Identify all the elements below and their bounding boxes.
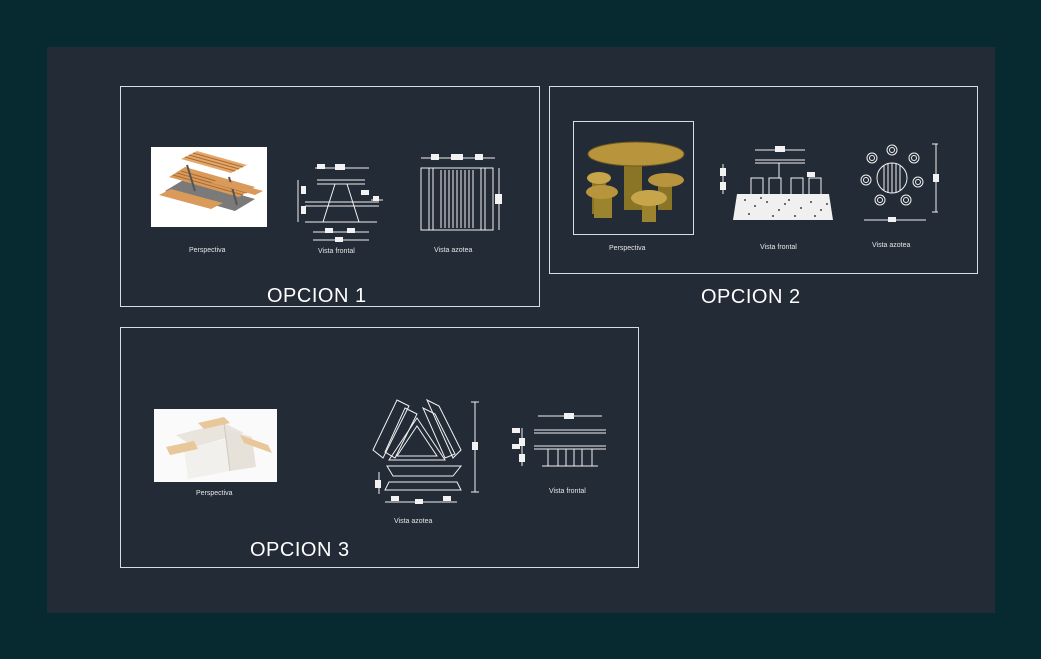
hexagon-table-render: [166, 417, 272, 479]
option-1-top-caption: Vista azotea: [434, 247, 473, 254]
option-2-perspective-caption: Perspectiva: [609, 245, 646, 252]
option-2-title: OPCION 2: [701, 286, 801, 308]
option-3-front-caption: Vista frontal: [549, 488, 586, 495]
option-2-frame: [549, 86, 978, 274]
option-1-perspective-image: [151, 147, 267, 227]
option-3-title: OPCION 3: [250, 539, 350, 561]
picnic-table-render: [159, 151, 263, 211]
option-2-top-caption: Vista azotea: [872, 242, 911, 249]
option-1-perspective-caption: Perspectiva: [189, 247, 226, 254]
option-3-top-view: [372, 398, 479, 504]
option-2-top-view: [860, 143, 939, 222]
option-3-top-caption: Vista azotea: [394, 518, 433, 525]
option-3-perspective-caption: Perspectiva: [196, 490, 233, 497]
option-2-front-caption: Vista frontal: [760, 244, 797, 251]
option-3-front-view: [512, 413, 606, 467]
option-1-front-view: [297, 164, 383, 242]
option-2-front-view: [720, 146, 833, 220]
option-1-top-view: [420, 154, 502, 231]
option-1-frame: [120, 86, 540, 307]
stone-table-render: [586, 141, 685, 222]
option-1-title: OPCION 1: [267, 285, 367, 307]
option-3-frame: [120, 327, 639, 568]
option-3-perspective-image: [154, 409, 277, 482]
drawing-canvas: [47, 47, 995, 613]
option-1-front-caption: Vista frontal: [318, 248, 355, 255]
option-2-perspective-image: [573, 121, 694, 235]
